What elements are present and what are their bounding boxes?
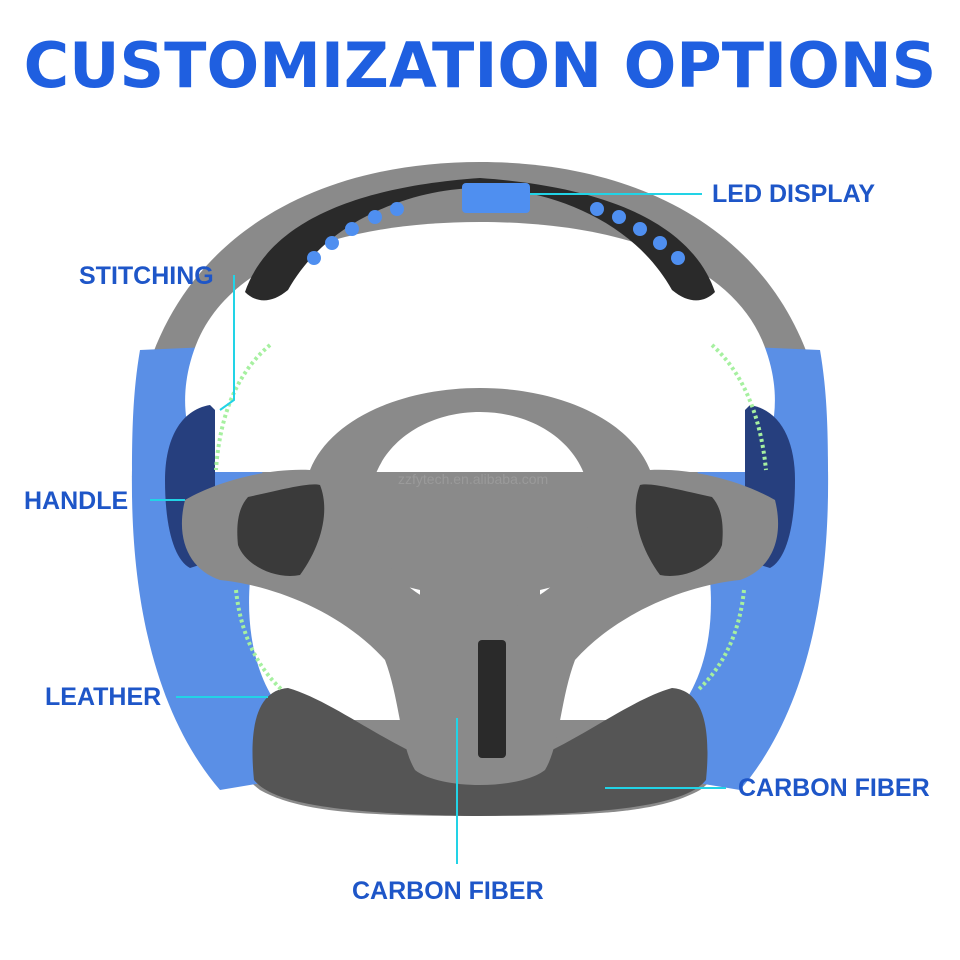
carbon-fiber-bottom [252, 688, 708, 816]
led-dot [345, 222, 359, 236]
label-led-display: LED DISPLAY [712, 180, 876, 208]
label-stitching: STITCHING [79, 262, 214, 290]
hub-spokes [181, 388, 779, 785]
label-handle: HANDLE [24, 487, 129, 515]
stitch-right-top [710, 343, 768, 471]
led-dot [307, 251, 321, 265]
led-dot [612, 210, 626, 224]
label-carbon-fiber-bottom: CARBON FIBER [352, 877, 544, 905]
led-dot [653, 236, 667, 250]
stitch-right-bottom [696, 589, 746, 692]
watermark: zzfytech.en.alibaba.com [398, 471, 549, 487]
leader-lines [150, 193, 726, 864]
led-dots-left [307, 202, 404, 265]
led-screen [462, 183, 530, 213]
leader-stitching [219, 275, 235, 411]
led-dot [671, 251, 685, 265]
rim-outer [131, 162, 829, 816]
led-dot [390, 202, 404, 216]
led-dot [368, 210, 382, 224]
button-pad-right [635, 484, 723, 576]
led-dot [633, 222, 647, 236]
label-leather: LEATHER [45, 683, 162, 711]
center-slot [478, 640, 506, 758]
button-pad-left [237, 484, 325, 576]
label-carbon-fiber-right: CARBON FIBER [738, 774, 930, 802]
page-title: CUSTOMIZATION OPTIONS [23, 29, 937, 102]
led-dots-right [590, 202, 685, 265]
led-dot [590, 202, 604, 216]
stitch-left-bottom [234, 589, 284, 692]
led-dot [325, 236, 339, 250]
